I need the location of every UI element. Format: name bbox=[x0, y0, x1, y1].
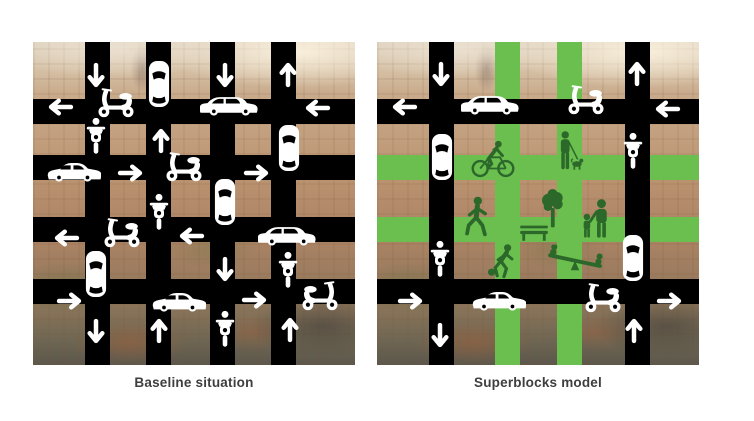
car-traffic-street bbox=[146, 42, 171, 365]
baseline-panel: Baseline situation bbox=[33, 42, 355, 390]
car-traffic-street bbox=[625, 42, 650, 365]
pedestrian-green-street bbox=[495, 42, 520, 365]
superblocks-caption: Superblocks model bbox=[474, 375, 602, 390]
superblocks-street-grid-map bbox=[377, 42, 699, 365]
pedestrian-green-street bbox=[377, 155, 699, 180]
car-traffic-street bbox=[33, 99, 355, 124]
baseline-street-grid-map bbox=[33, 42, 355, 365]
car-traffic-street bbox=[271, 42, 296, 365]
car-traffic-street bbox=[33, 155, 355, 180]
car-traffic-street bbox=[33, 217, 355, 242]
car-traffic-street bbox=[377, 99, 699, 124]
car-traffic-street bbox=[33, 279, 355, 304]
car-traffic-street bbox=[429, 42, 454, 365]
car-traffic-street bbox=[210, 42, 235, 365]
car-traffic-street bbox=[85, 42, 110, 365]
car-traffic-street bbox=[377, 279, 699, 304]
pedestrian-green-street bbox=[377, 217, 699, 242]
superblocks-panel: Superblocks model bbox=[377, 42, 699, 390]
pedestrian-green-street bbox=[557, 42, 582, 365]
baseline-caption: Baseline situation bbox=[134, 375, 254, 390]
